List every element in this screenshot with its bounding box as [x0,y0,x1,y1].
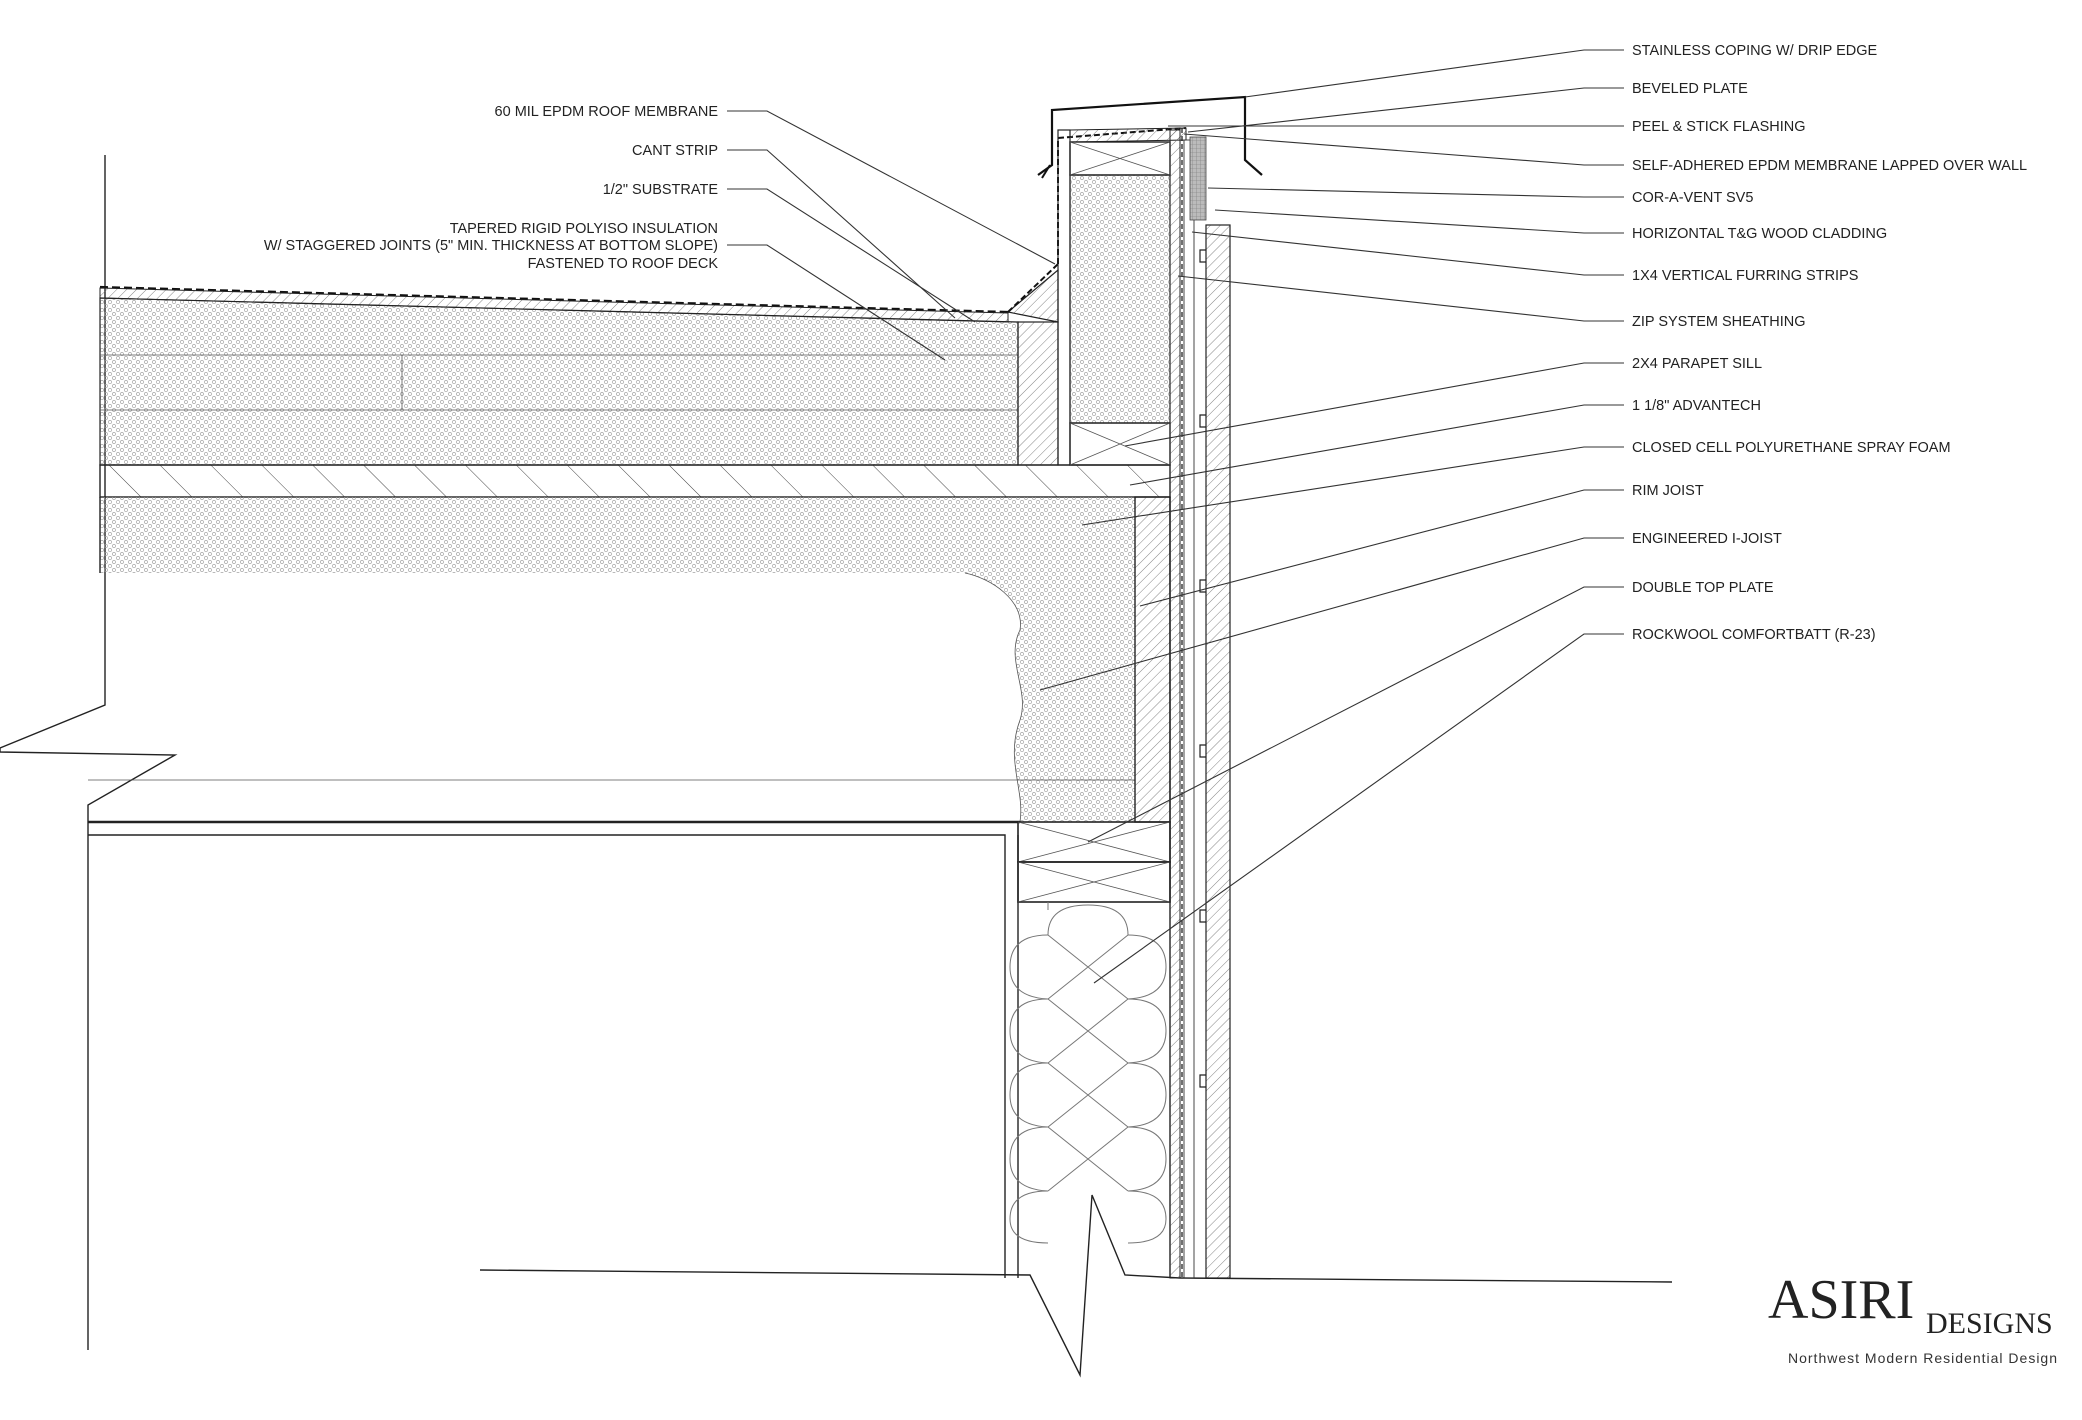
label-zip-sheathing: ZIP SYSTEM SHEATHING [1632,314,1806,330]
logo-tagline: Northwest Modern Residential Design [1788,1350,2058,1366]
parapet [1037,95,1263,466]
label-substrate: 1/2" SUBSTRATE [603,182,719,198]
label-polyiso-line-3: FASTENED TO ROOF DECK [528,256,719,272]
label-stainless-coping: STAINLESS COPING W/ DRIP EDGE [1632,43,1878,59]
label-rockwool: ROCKWOOL COMFORTBATT (R-23) [1632,627,1876,643]
label-cant-strip: CANT STRIP [632,143,718,159]
asiri-designs-logo: ASIRI DESIGNS Northwest Modern Residenti… [1768,1269,2058,1366]
rockwool-batt [1009,902,1167,1244]
leader-lines [727,49,1624,984]
logo-main-text: ASIRI [1768,1269,1914,1331]
exterior-wall-layers [1169,128,1231,1279]
label-spray-foam: CLOSED CELL POLYURETHANE SPRAY FOAM [1632,440,1951,456]
labels-left: 60 MIL EPDM ROOF MEMBRANE CANT STRIP 1/2… [264,104,719,272]
label-epdm-roof-membrane: 60 MIL EPDM ROOF MEMBRANE [495,104,719,120]
label-parapet-sill: 2X4 PARAPET SILL [1632,356,1762,372]
label-rim-joist: RIM JOIST [1632,483,1704,499]
floor-assembly [88,496,1171,1278]
label-peel-stick-flashing: PEEL & STICK FLASHING [1632,119,1806,135]
label-furring-strips: 1X4 VERTICAL FURRING STRIPS [1632,268,1858,284]
logo-sub-text: DESIGNS [1926,1307,2053,1340]
wall-assembly [479,497,1673,1378]
labels-right: STAINLESS COPING W/ DRIP EDGE BEVELED PL… [1632,43,2027,643]
label-engineered-i-joist: ENGINEERED I-JOIST [1632,531,1782,547]
roof-assembly [0,155,1171,1350]
label-cor-a-vent: COR-A-VENT SV5 [1632,190,1753,206]
label-advantech: 1 1/8" ADVANTECH [1632,398,1761,414]
label-double-top-plate: DOUBLE TOP PLATE [1632,580,1774,596]
label-beveled-plate: BEVELED PLATE [1632,81,1748,97]
label-self-adhered-epdm: SELF-ADHERED EPDM MEMBRANE LAPPED OVER W… [1632,158,2027,174]
label-polyiso-line-1: TAPERED RIGID POLYISO INSULATION [450,221,718,237]
label-polyiso-line-2: W/ STAGGERED JOINTS (5" MIN. THICKNESS A… [264,238,718,254]
label-wood-cladding: HORIZONTAL T&G WOOD CLADDING [1632,226,1887,242]
